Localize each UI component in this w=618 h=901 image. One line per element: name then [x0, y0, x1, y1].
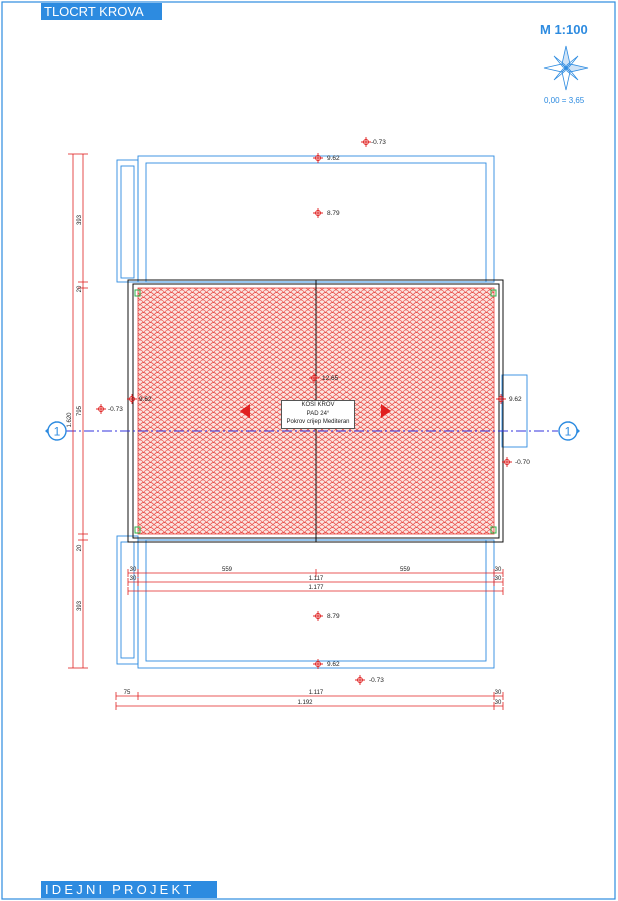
dim-r5-b: 30	[495, 700, 502, 706]
dim-r1-a: 30	[130, 567, 137, 573]
level-top-outer: -0.73	[371, 139, 386, 146]
level-top-inner: 8.79	[327, 210, 340, 217]
dim-vertical-middle: 795	[77, 405, 83, 416]
reference-level: 0,00 = 3,65	[544, 96, 585, 105]
level-bottom-outer: -0.73	[369, 677, 384, 684]
level-right-side: -0.70	[515, 459, 530, 466]
section-marker-left: 1	[45, 421, 67, 441]
dim-vertical-bottom-393: 393	[77, 600, 83, 611]
vertical-dimensions	[68, 153, 88, 669]
level-left-eave: 9.62	[139, 396, 152, 403]
level-ridge: 12.65	[322, 375, 339, 382]
sheet-title: TLOCRT KROVA	[41, 3, 162, 20]
level-bottom-inner: 8.79	[327, 613, 340, 620]
roof-label-slope: PAD 24°	[306, 410, 330, 417]
dim-vertical-bottom-20: 20	[77, 544, 83, 551]
dim-r1-b: 559	[222, 567, 233, 573]
roof-label-covering: Pokrov crijep Mediteran	[286, 419, 350, 425]
slope-arrow-left-icon	[240, 404, 250, 418]
vertical-dimension-labels: 1.620 795 393 20 20 393	[67, 214, 83, 611]
dim-r4-c: 30	[495, 690, 502, 696]
right-annex	[501, 374, 528, 448]
roof-label: KOSI KROV PAD 24° Pokrov crijep Meditera…	[281, 400, 355, 429]
dim-r3: 1.177	[308, 585, 324, 591]
section-marker-left-label: 1	[54, 425, 61, 439]
dim-r1-c: 559	[400, 567, 411, 573]
level-left-side: -0.73	[108, 406, 123, 413]
lower-terrace	[116, 535, 495, 669]
dim-r5-a: 1.192	[297, 700, 313, 706]
section-marker-right-label: 1	[565, 425, 572, 439]
dim-r4-a: 75	[124, 690, 131, 696]
slope-arrow-right-icon	[381, 404, 391, 418]
dim-vertical-top-393: 393	[77, 214, 83, 225]
north-arrow-icon	[543, 45, 589, 91]
upper-terrace	[116, 155, 495, 283]
horizontal-dimensions	[115, 569, 504, 710]
dim-r2-b: 1.117	[309, 576, 324, 582]
roof-label-type: KOSI KROV	[301, 402, 335, 408]
corner-markers	[134, 289, 497, 534]
dim-r2-a: 30	[130, 576, 137, 582]
horizontal-dimension-labels: 30 559 559 30 30 1.117 30 1.177 75 1.117…	[124, 567, 502, 706]
dim-vertical-outer: 1.620	[67, 412, 73, 428]
dim-vertical-top-20: 20	[77, 285, 83, 292]
level-right-eave: 9.62	[509, 396, 522, 403]
dim-r1-d: 30	[495, 567, 502, 573]
project-stage-tag: IDEJNI PROJEKT	[41, 881, 217, 898]
dim-r2-c: 30	[495, 576, 502, 582]
scale-label: M 1:100	[540, 22, 588, 37]
level-top-edge: 9.62	[327, 155, 340, 162]
section-marker-right: 1	[558, 421, 580, 441]
level-markers	[96, 137, 512, 685]
dim-r4-b: 1.117	[309, 690, 324, 696]
level-bottom-edge: 9.62	[327, 661, 340, 668]
level-labels: -0.73 9.62 8.79 12.65 -0.73 9.62 9.62 -0…	[108, 139, 530, 684]
